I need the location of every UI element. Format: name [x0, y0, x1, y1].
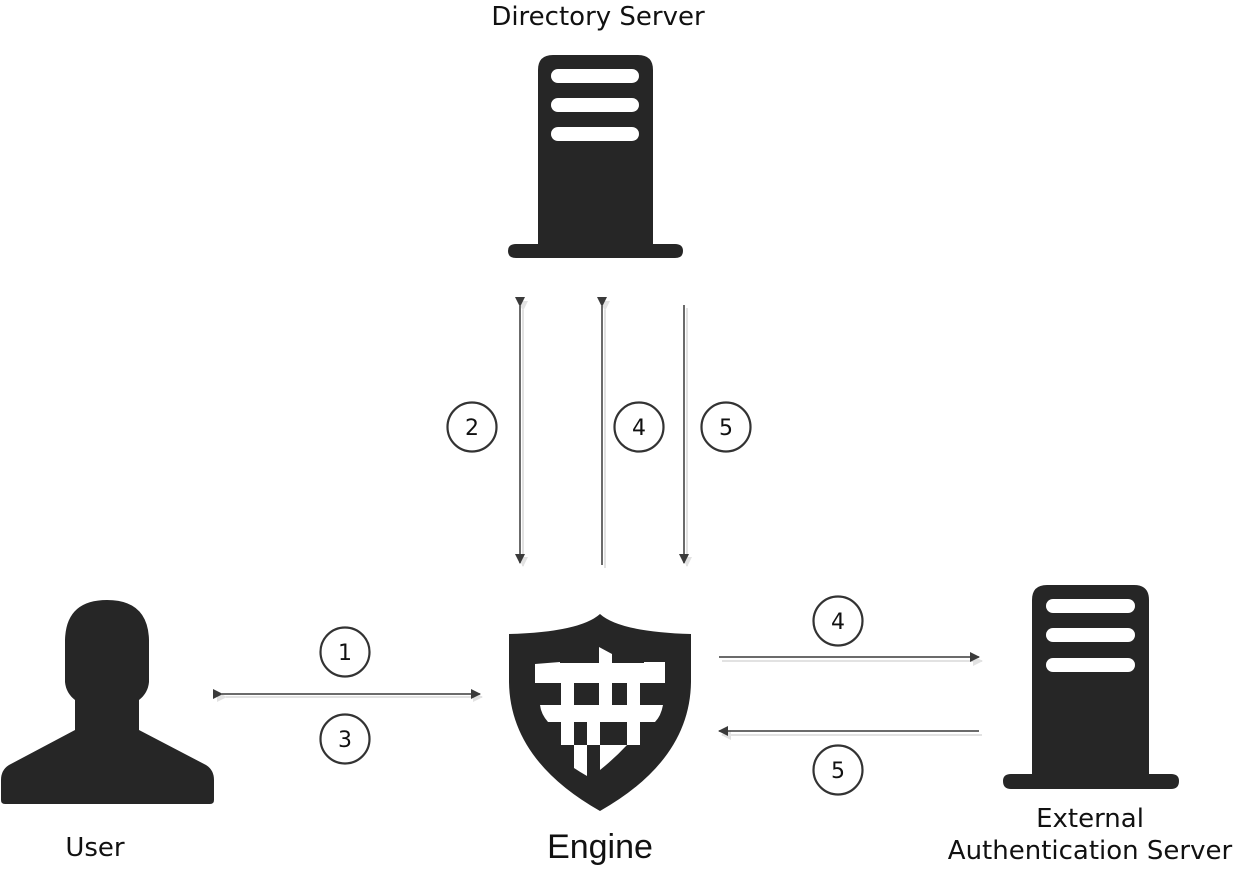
step-number: 2 [465, 416, 479, 441]
step-badge-2: 2 [446, 401, 498, 453]
external-auth-server-icon [1003, 585, 1179, 789]
user-label: User [65, 833, 125, 863]
step-badge-4-directory: 4 [613, 401, 665, 453]
external-auth-server-label: External Authentication Server [930, 804, 1242, 867]
arrow-engine-to-external [719, 652, 983, 666]
step-number: 5 [831, 759, 845, 784]
step-number: 5 [719, 416, 733, 441]
firewall-shield-icon [509, 614, 691, 811]
step-badge-5-directory: 5 [700, 401, 752, 453]
engine-label: Engine [547, 828, 653, 866]
step-badge-1: 1 [319, 626, 371, 678]
external-auth-server-label-line2: Authentication Server [947, 835, 1233, 866]
arrow-user-engine [213, 689, 483, 702]
user-silhouette-icon [1, 600, 214, 804]
step-badge-3: 3 [319, 713, 371, 765]
directory-server-label: Directory Server [491, 2, 705, 32]
external-auth-server-label-line1: External [1036, 804, 1144, 834]
arrow-engine-directory-bidirectional [515, 297, 528, 567]
step-number: 3 [338, 728, 352, 753]
arrow-engine-to-directory [597, 297, 610, 568]
arrow-directory-to-engine [679, 305, 692, 567]
step-number: 1 [338, 641, 352, 666]
step-number: 4 [632, 416, 646, 441]
step-number: 4 [831, 610, 845, 635]
step-badge-4-external: 4 [812, 595, 864, 647]
arrow-external-to-engine [718, 726, 982, 740]
directory-server-icon [508, 55, 683, 258]
step-badge-5-external: 5 [812, 744, 864, 796]
